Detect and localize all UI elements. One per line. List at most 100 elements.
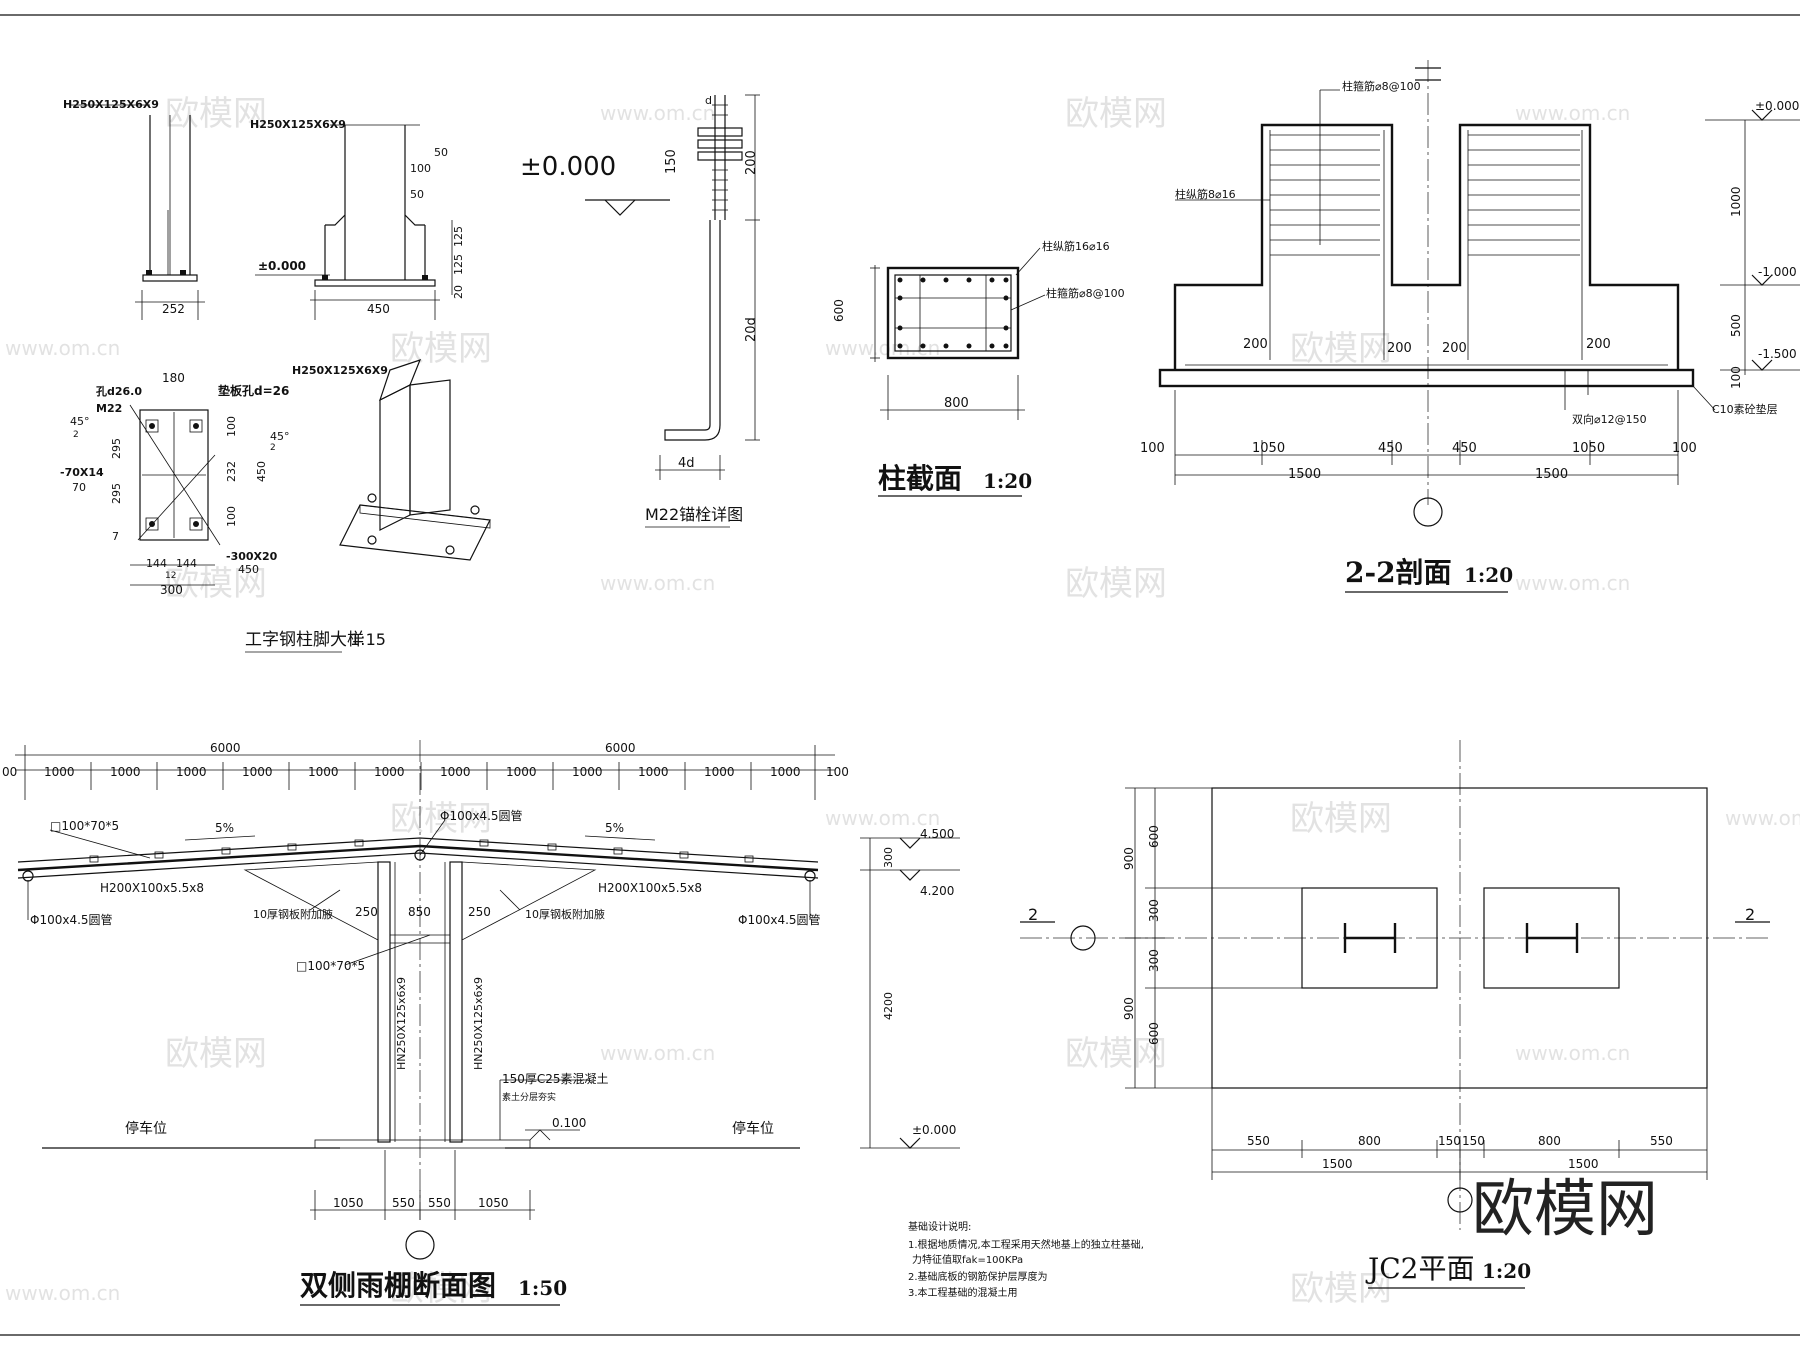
watermark-brand: 欧模网 xyxy=(165,94,267,134)
watermark-url: www.om.cn xyxy=(600,1041,715,1065)
note-long-bar: 柱纵筋16⌀16 xyxy=(1042,239,1110,253)
watermark-brand: 欧模网 xyxy=(165,1034,267,1074)
watermark-url: www.om.cn xyxy=(1515,1041,1630,1065)
anchor-title: M22锚栓详图 xyxy=(645,505,743,524)
dim-20d: 20d xyxy=(744,317,759,342)
dim-900: 900 xyxy=(1122,847,1136,870)
watermark-brand: 欧模网 xyxy=(1065,1034,1167,1074)
column-section-detail: 600 800 柱纵筋16⌀16 柱箍筋⌀8@100 柱截面 1:20 xyxy=(832,239,1125,497)
dim-1500: 1500 xyxy=(1535,467,1568,482)
bay-dimension: 1000 xyxy=(506,765,537,779)
notes-line: 2.基础底板的钢筋保护层厚度为 xyxy=(908,1270,1048,1283)
dim-50: 50 xyxy=(410,188,424,201)
dim-450: 450 xyxy=(1452,441,1477,456)
dim-7: 7 xyxy=(112,530,119,543)
dim-144: 144 xyxy=(176,557,197,570)
dim-100: 100 xyxy=(1729,366,1743,389)
dim-edge: 100 xyxy=(826,765,849,779)
column-label: HN250X125x6x9 xyxy=(395,977,408,1070)
stiffener-label: 10厚钢板附加腋 xyxy=(525,907,605,921)
watermark-url: www.om.cn xyxy=(825,806,940,830)
parking-label: 停车位 xyxy=(125,1120,167,1137)
watermark-url: www.om.cn xyxy=(5,336,120,360)
dim-6000: 6000 xyxy=(605,741,636,755)
elev-0: ±0.000 xyxy=(1755,99,1799,113)
note-m22: M22 xyxy=(96,402,122,415)
dim-20: 20 xyxy=(452,285,465,299)
note-cushion: C10素砼垫层 xyxy=(1712,402,1778,416)
dim-250: 250 xyxy=(468,905,491,919)
tube-label: Φ100x4.5圆管 xyxy=(738,912,821,927)
dim-125: 125 xyxy=(452,254,465,275)
watermark-url: www.om.cn xyxy=(600,101,715,125)
note-bottom-bar: 双向⌀12@150 xyxy=(1572,412,1647,426)
dim-150: 150 xyxy=(1462,1134,1485,1148)
dim-1050: 1050 xyxy=(1252,441,1285,456)
dim-4200: 4200 xyxy=(882,992,895,1020)
elev-4500: 4.500 xyxy=(920,827,954,841)
foundation-notes: 基础设计说明: 1.根据地质情况,本工程采用天然地基上的独立柱基础, 力特征值取… xyxy=(908,1220,1144,1299)
dim-550: 550 xyxy=(1247,1134,1270,1148)
elev-2: -1.500 xyxy=(1758,347,1797,361)
watermark-url: www.om.cn xyxy=(825,336,940,360)
dim-100: 100 xyxy=(1140,441,1165,456)
elev-0100: 0.100 xyxy=(552,1116,586,1130)
dim-2: 2 xyxy=(270,443,276,453)
dim-295: 295 xyxy=(110,438,123,459)
dim-1500: 1500 xyxy=(1322,1157,1353,1171)
dim-800: 800 xyxy=(1538,1134,1561,1148)
dim-100: 100 xyxy=(1672,441,1697,456)
bay-dimension: 1000 xyxy=(44,765,75,779)
cut-label: 2 xyxy=(1028,905,1038,924)
watermark-brand: 欧模网 xyxy=(390,799,492,839)
dim-900: 900 xyxy=(1122,997,1136,1020)
watermark-brand: 欧模网 xyxy=(1290,329,1392,369)
dim-252: 252 xyxy=(162,302,185,316)
dim-550: 550 xyxy=(1650,1134,1673,1148)
detail-title: 工字钢柱脚大样 xyxy=(245,630,364,650)
dim-12: 12 xyxy=(165,571,176,581)
dim-850: 850 xyxy=(408,905,431,919)
dim-125: 125 xyxy=(452,226,465,247)
section-label: H250X125X6X9 xyxy=(292,364,388,377)
dim-800: 800 xyxy=(1358,1134,1381,1148)
foot-isometric: H250X125X6X9 xyxy=(292,359,491,561)
note-slab: 150厚C25素混凝土 xyxy=(502,1071,609,1086)
dim-300: 300 xyxy=(882,847,895,868)
bay-dimension: 1000 xyxy=(176,765,207,779)
tube-label: Φ100x4.5圆管 xyxy=(440,808,523,823)
notes-line: 3.本工程基础的混凝土用 xyxy=(908,1286,1018,1299)
dim-600: 600 xyxy=(832,299,846,322)
section-label: H250X125X6X9 xyxy=(250,118,346,131)
note-hole: 孔d26.0 xyxy=(96,385,142,398)
watermark-url: www.om.cn xyxy=(5,1281,120,1305)
section-2-2-detail: 柱箍筋⌀8@100 柱纵筋8⌀16 双向⌀12@150 C10素砼垫层 200 … xyxy=(1140,60,1800,593)
dim-100: 100 xyxy=(410,162,431,175)
note-angle: 45° xyxy=(70,415,90,428)
dim-1050: 1050 xyxy=(478,1196,509,1210)
dim-d: d xyxy=(705,94,712,107)
watermarks: 欧模网 www.om.cn 欧模网 www.om.cn 欧模网 www.om.c… xyxy=(5,94,1800,1309)
dim-300: 300 xyxy=(160,583,183,597)
dim-50: 50 xyxy=(434,146,448,159)
purlin-label: □100*70*5 xyxy=(296,959,365,973)
note-long-bar: 柱纵筋8⌀16 xyxy=(1175,187,1236,201)
dim-200: 200 xyxy=(1442,341,1467,356)
canopy-title: 双侧雨棚断面图 xyxy=(300,1269,496,1302)
elev-1: -1.000 xyxy=(1758,265,1797,279)
dim-200: 200 xyxy=(744,150,759,175)
bay-dimension: 1000 xyxy=(374,765,405,779)
dim-1000: 1000 xyxy=(1729,186,1743,217)
note-angle: 45° xyxy=(270,430,290,443)
bay-dimension: 1000 xyxy=(704,765,735,779)
dim-550: 550 xyxy=(428,1196,451,1210)
cut-label: 2 xyxy=(1745,905,1755,924)
dim-550: 550 xyxy=(392,1196,415,1210)
bay-dimension: 1000 xyxy=(242,765,273,779)
dim-600: 600 xyxy=(1147,825,1161,848)
foot-base-plan: 180 孔d26.0 M22 垫板孔d=26 45° 2 45° 2 -70X1… xyxy=(60,371,290,597)
purlin-label: □100*70*5 xyxy=(50,819,119,833)
section-scale: 1:20 xyxy=(1464,563,1513,587)
